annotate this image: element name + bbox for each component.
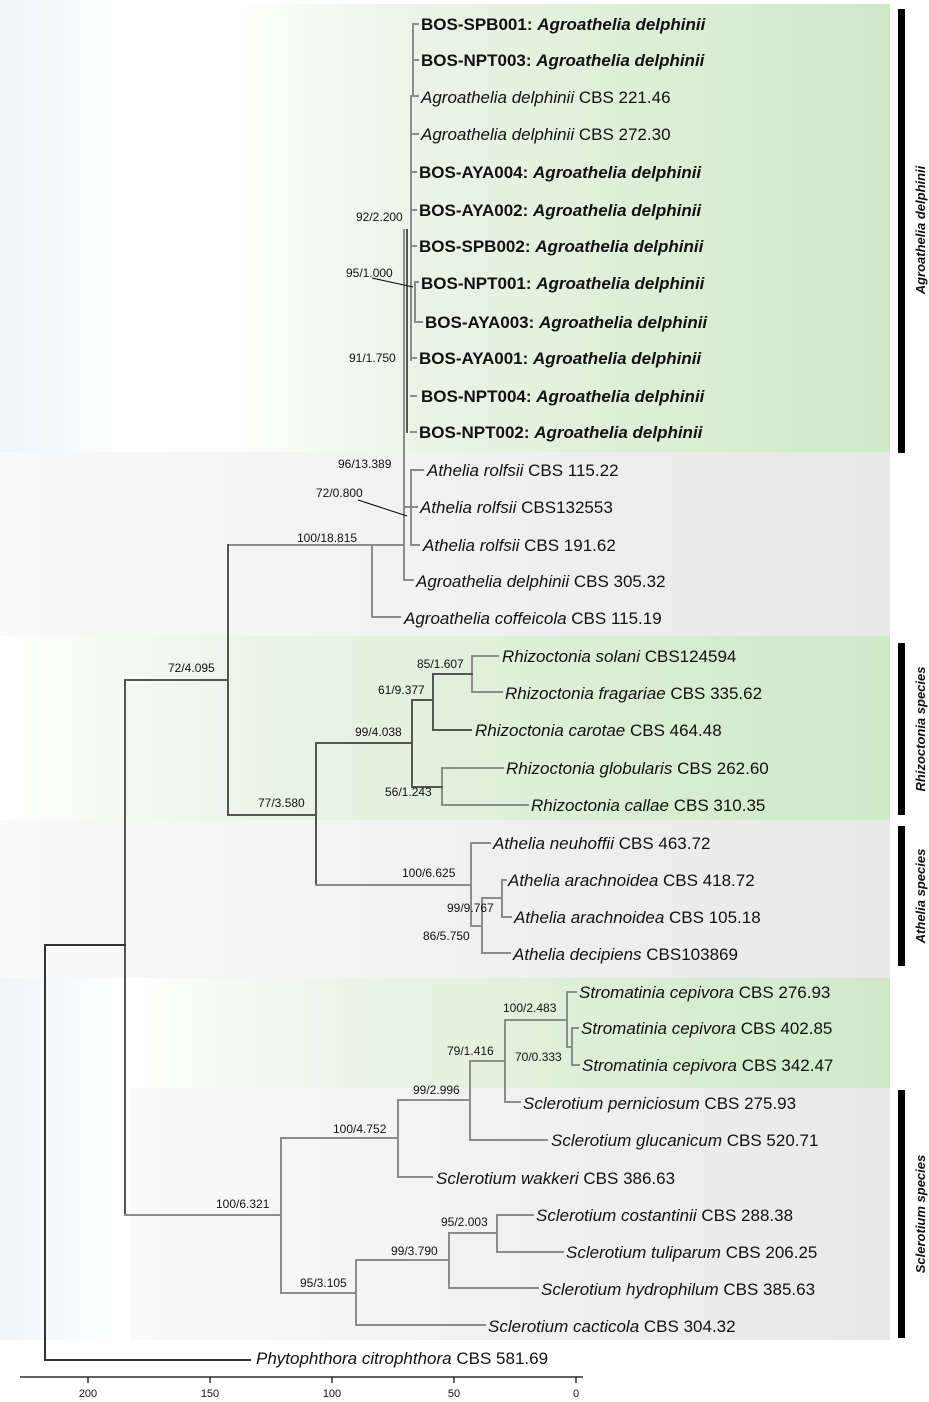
- axis-tick-label: 150: [201, 1388, 219, 1400]
- taxon-label: Rhizoctonia carotae CBS 464.48: [475, 721, 722, 740]
- pointer-72-0800: [357, 499, 408, 517]
- taxon-label: Sclerotium wakkeri CBS 386.63: [436, 1169, 675, 1188]
- taxon-label: Sclerotium costantinii CBS 288.38: [536, 1206, 793, 1225]
- taxon-label: BOS-SPB001: Agroathelia delphinii: [421, 15, 707, 34]
- clade-bar-rhizoctonia: [898, 643, 905, 815]
- branch-agro-to-root: [403, 229, 414, 581]
- support-label: 95/3.105: [300, 1276, 347, 1290]
- support-label: 61/9.377: [378, 683, 425, 697]
- taxon-label: Sclerotium tuliparum CBS 206.25: [566, 1243, 817, 1262]
- support-label: 100/18.815: [297, 531, 357, 545]
- support-label: 99/9.767: [447, 901, 494, 915]
- taxon-label: Athelia rolfsii CBS132553: [419, 498, 613, 517]
- clade-bar-agroathelia: [898, 9, 905, 453]
- scale-axis-labels: 200 150 100 50 0: [79, 1388, 579, 1400]
- clade-labels: Agroathelia delphinii Rhizoctonia specie…: [913, 165, 928, 1273]
- branch-npt001-aya003: [414, 281, 423, 323]
- support-label: 99/4.038: [355, 725, 402, 739]
- pointer-95-1000: [371, 277, 414, 288]
- clade-label-sclerotium: Sclerotium species: [913, 1155, 928, 1274]
- branch-node-61: [432, 673, 473, 731]
- support-label: 100/2.483: [503, 1001, 557, 1015]
- support-label: 95/1.000: [346, 266, 393, 280]
- taxon-label: BOS-AYA001: Agroathelia delphinii: [419, 349, 702, 368]
- clade-bar-sclerotium: [898, 1090, 905, 1338]
- scale-axis: [20, 1376, 583, 1383]
- axis-tick-label: 0: [573, 1388, 579, 1400]
- taxon-label: Athelia arachnoidea CBS 105.18: [513, 908, 761, 927]
- clade-label-rhizoctonia: Rhizoctonia species: [913, 667, 928, 792]
- support-label: 72/4.095: [168, 661, 215, 675]
- axis-tick-label: 100: [323, 1388, 341, 1400]
- branch-athelia-node-96: [371, 544, 405, 618]
- taxon-label: Stromatinia cepivora CBS 276.93: [579, 983, 830, 1002]
- support-label: 92/2.200: [356, 210, 403, 224]
- support-label: 72/0.800: [316, 486, 363, 500]
- support-label: 95/2.003: [441, 1215, 488, 1229]
- support-label: 99/2.996: [413, 1083, 460, 1097]
- support-label: 70/0.333: [515, 1050, 562, 1064]
- support-label: 100/6.625: [402, 866, 456, 880]
- band-agroathelia: [230, 4, 890, 452]
- clade-bar-athelia: [898, 826, 905, 966]
- support-label: 77/3.580: [258, 796, 305, 810]
- branch-agro-stems: [410, 171, 417, 433]
- taxon-label: BOS-SPB002: Agroathelia delphinii: [419, 237, 705, 256]
- band-stromatinia: [130, 978, 890, 1088]
- clade-label-athelia: Athelia species: [913, 849, 928, 945]
- taxon-label: Athelia arachnoidea CBS 418.72: [507, 871, 755, 890]
- taxon-label: Agroathelia coffeicola CBS 115.19: [403, 609, 662, 628]
- band-rhizoctonia: [0, 636, 890, 820]
- axis-tick-label: 50: [448, 1388, 460, 1400]
- taxon-label: Rhizoctonia callae CBS 310.35: [531, 796, 765, 815]
- background-bands: [0, 0, 890, 1340]
- taxon-label: BOS-NPT002: Agroathelia delphinii: [419, 423, 704, 442]
- taxon-label: BOS-AYA003: Agroathelia delphinii: [425, 313, 708, 332]
- taxon-label: Sclerotium cacticola CBS 304.32: [488, 1317, 736, 1336]
- taxon-label: Agroathelia delphinii CBS 305.32: [415, 572, 666, 591]
- taxon-label: BOS-NPT001: Agroathelia delphinii: [421, 274, 706, 293]
- taxon-label: Rhizoctonia solani CBS124594: [502, 647, 736, 666]
- support-label: 79/1.416: [447, 1044, 494, 1058]
- tree-branches: [44, 23, 580, 1361]
- taxon-label: Rhizoctonia fragariae CBS 335.62: [505, 684, 762, 703]
- taxon-label: Agroathelia delphinii CBS 272.30: [420, 125, 671, 144]
- taxon-label: Sclerotium glucanicum CBS 520.71: [551, 1131, 818, 1150]
- support-label: 86/5.750: [423, 929, 470, 943]
- support-label: 85/1.607: [417, 657, 464, 671]
- support-label: 96/13.389: [338, 457, 392, 471]
- taxon-label: Athelia rolfsii CBS 191.62: [422, 536, 616, 555]
- taxon-labels: BOS-SPB001: Agroathelia delphinii BOS-NP…: [256, 15, 833, 1368]
- branch-agro-top-stems: [412, 23, 419, 135]
- taxon-label: Stromatinia cepivora CBS 342.47: [582, 1056, 833, 1075]
- taxon-label: Sclerotium hydrophilum CBS 385.63: [541, 1280, 815, 1299]
- taxon-label: BOS-AYA002: Agroathelia delphinii: [419, 201, 702, 220]
- branch-root: [44, 944, 251, 1361]
- clade-bars: [898, 9, 905, 1338]
- taxon-label: BOS-NPT003: Agroathelia delphinii: [421, 51, 706, 70]
- support-label: 56/1.243: [385, 785, 432, 799]
- support-label: 91/1.750: [349, 351, 396, 365]
- support-labels: 92/2.200 95/1.000 91/1.750 96/13.389 72/…: [168, 210, 562, 1290]
- taxon-label: Stromatinia cepivora CBS 402.85: [581, 1019, 832, 1038]
- taxon-label: BOS-AYA004: Agroathelia delphinii: [419, 163, 702, 182]
- support-label: 100/6.321: [216, 1197, 270, 1211]
- taxon-label: Athelia rolfsii CBS 115.22: [426, 461, 619, 480]
- support-label: 100/4.752: [333, 1122, 387, 1136]
- clade-label-agroathelia: Agroathelia delphinii: [913, 165, 928, 295]
- taxon-label: Sclerotium perniciosum CBS 275.93: [523, 1094, 796, 1113]
- support-label: 99/3.790: [391, 1244, 438, 1258]
- band-athelia: [0, 820, 890, 978]
- axis-tick-label: 200: [79, 1388, 97, 1400]
- taxon-label: BOS-NPT004: Agroathelia delphinii: [421, 387, 706, 406]
- taxon-label: Athelia neuhoffii CBS 463.72: [492, 834, 710, 853]
- taxon-label: Phytophthora citrophthora CBS 581.69: [256, 1349, 548, 1368]
- taxon-label: Athelia decipiens CBS103869: [512, 945, 738, 964]
- support-pointers: [357, 277, 414, 517]
- taxon-label: Agroathelia delphinii CBS 221.46: [420, 88, 671, 107]
- taxon-label: Rhizoctonia globularis CBS 262.60: [506, 759, 769, 778]
- band-athelia-rolfsii: [0, 452, 890, 636]
